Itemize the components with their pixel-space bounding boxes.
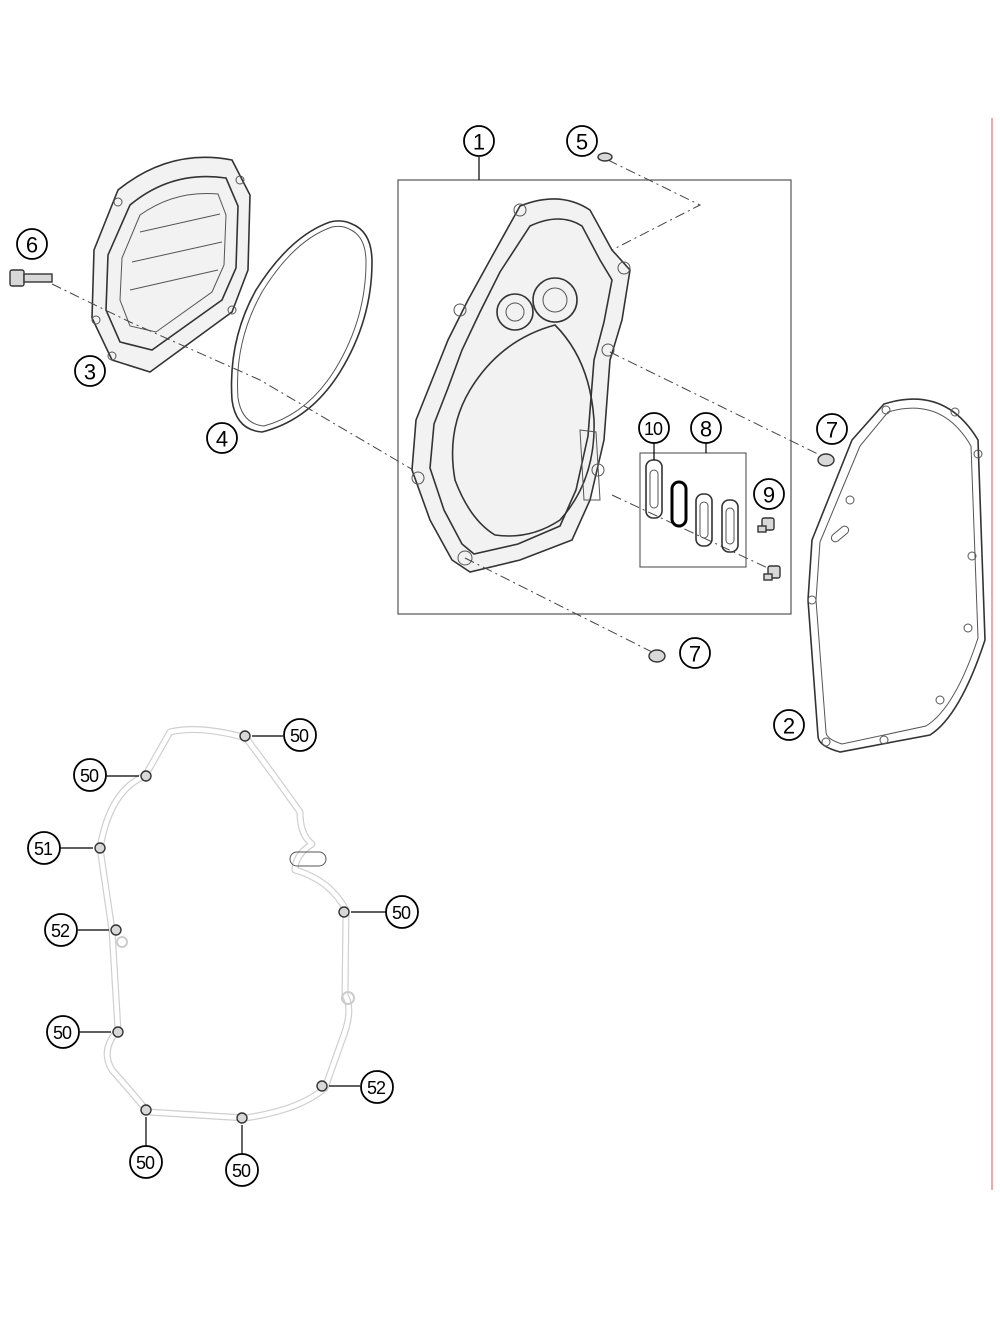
svg-text:50: 50 — [80, 766, 99, 786]
torque-callout-1: 50 — [283, 718, 317, 752]
svg-text:3: 3 — [84, 360, 96, 385]
svg-text:51: 51 — [34, 839, 53, 859]
svg-text:52: 52 — [367, 1078, 386, 1098]
outer-clutch-cover — [91, 156, 251, 373]
svg-text:7: 7 — [826, 418, 838, 443]
torque-callout-3: 51 — [27, 831, 61, 865]
clutch-cover-o-ring — [230, 220, 373, 433]
callout-9: 9 — [753, 478, 785, 510]
callout-3: 3 — [74, 355, 106, 387]
inspection-screw-lower — [763, 565, 781, 581]
gasket-bolt-pattern — [96, 726, 355, 1122]
inspection-o-ring — [670, 480, 688, 528]
torque-leaders — [60, 735, 386, 1154]
svg-text:50: 50 — [136, 1153, 155, 1173]
bolt — [9, 269, 53, 287]
svg-text:10: 10 — [644, 419, 663, 439]
torque-callout-8: 50 — [129, 1145, 163, 1179]
torque-callout-4: 50 — [385, 895, 419, 929]
torque-callout-5: 52 — [44, 913, 78, 947]
inspection-screw-upper — [757, 517, 775, 533]
callout-1: 1 — [463, 125, 495, 180]
washer — [597, 152, 613, 162]
callout-5: 5 — [566, 125, 598, 157]
dowel-pin-lower — [648, 649, 666, 663]
clutch-cover-gasket — [807, 398, 986, 753]
svg-text:50: 50 — [53, 1023, 72, 1043]
inspection-plate — [645, 459, 663, 519]
callout-7-upper: 7 — [816, 413, 848, 445]
svg-text:7: 7 — [689, 642, 701, 667]
dowel-pin-upper — [817, 453, 835, 467]
torque-callout-6: 50 — [46, 1015, 80, 1049]
svg-text:9: 9 — [763, 483, 775, 508]
callout-10: 10 — [638, 412, 670, 460]
callout-8: 8 — [690, 412, 722, 453]
callout-7-lower: 7 — [679, 637, 711, 669]
callout-4: 4 — [206, 422, 238, 454]
svg-text:52: 52 — [51, 921, 70, 941]
inspection-cover-left — [695, 493, 713, 547]
gasket-bolt-holes — [94, 730, 350, 1124]
inspection-cover-right — [721, 499, 739, 553]
callout-2: 2 — [773, 709, 805, 741]
callout-6: 6 — [16, 228, 48, 260]
torque-callout-9: 50 — [225, 1153, 259, 1187]
torque-callout-2: 50 — [73, 758, 107, 792]
inspection-cover-kit-frame — [639, 452, 747, 568]
svg-text:2: 2 — [783, 714, 795, 739]
svg-text:4: 4 — [216, 427, 228, 452]
svg-text:5: 5 — [576, 130, 588, 155]
svg-text:50: 50 — [232, 1161, 251, 1181]
svg-text:50: 50 — [290, 726, 309, 746]
svg-text:8: 8 — [700, 417, 712, 442]
svg-text:6: 6 — [26, 233, 38, 258]
clutch-cover-housing — [411, 198, 631, 573]
assembly-frame — [397, 179, 792, 615]
svg-text:50: 50 — [392, 903, 411, 923]
svg-text:1: 1 — [473, 130, 485, 155]
torque-callout-7: 52 — [360, 1070, 394, 1104]
